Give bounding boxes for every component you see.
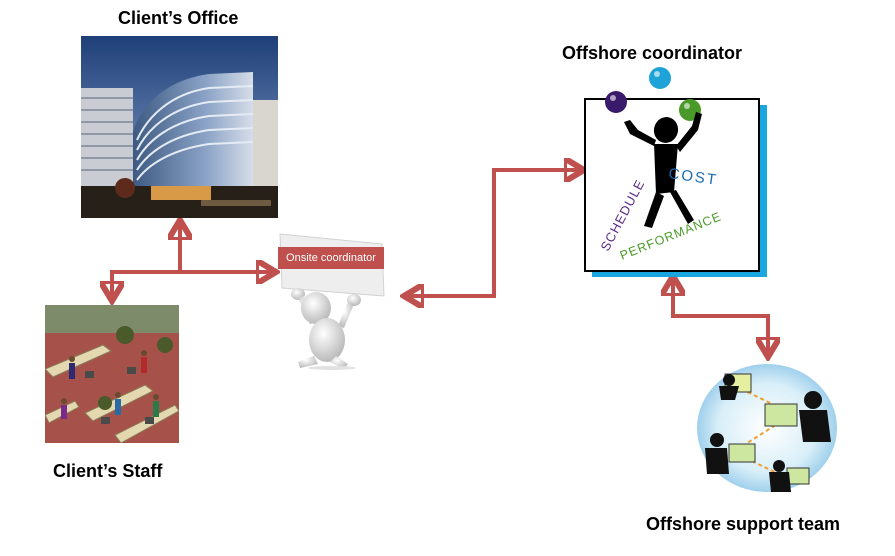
onsite-coordinator-label: Onsite coordinator [278,247,384,269]
juggling-ball-highlight [610,95,616,101]
office-building-image [81,36,278,218]
connector-office-onsite [180,224,272,272]
connector-onsite-offshore [408,170,580,296]
offshore-coordinator-card: COST SCHEDULE PERFORMANCE [584,64,774,282]
juggling-ball-highlight [654,71,660,77]
connector-coordinator-team [673,280,768,353]
juggling-ball-highlight [684,103,690,109]
support-team-image [695,356,840,500]
juggling-ball-1 [605,91,627,113]
juggling-ball-2 [649,67,671,89]
connector-staff-branch [112,272,180,297]
office-staff-image [45,305,179,443]
